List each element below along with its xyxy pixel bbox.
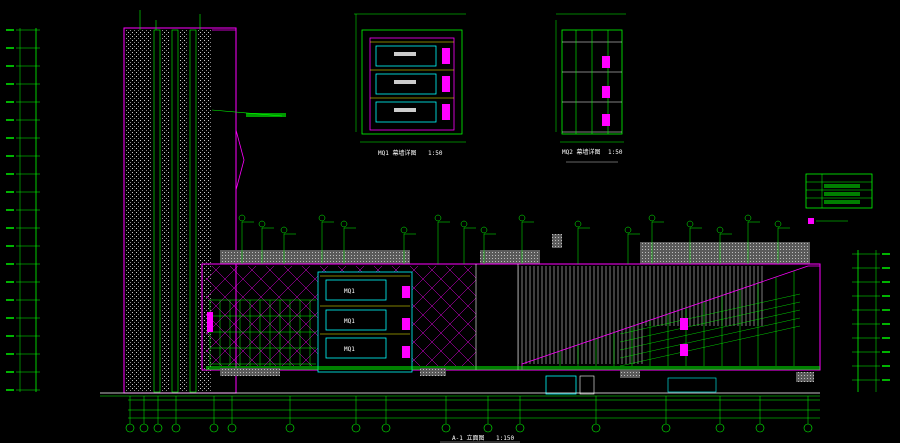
left-dimension-chain xyxy=(6,28,40,392)
detail-mq1: MQ1 幕墙详图 1:50 xyxy=(354,13,466,157)
elevation-scale: 1:150 xyxy=(496,435,514,442)
elevation-title: A-1 立面图 xyxy=(452,434,484,442)
mq1-band-label: MQ1 xyxy=(344,318,355,325)
right-dimension-chain xyxy=(852,250,890,392)
mq1-band-label: MQ1 xyxy=(344,288,355,295)
detail2-scale: 1:50 xyxy=(608,149,623,156)
mq1-band-label: MQ1 xyxy=(344,346,355,353)
tower-elevation xyxy=(123,10,286,394)
detail1-title: MQ1 幕墙详图 xyxy=(378,149,416,157)
legend-table xyxy=(805,173,873,224)
bottom-grid-axes: A-1 立面图 1:150 xyxy=(125,396,820,443)
detail-mq2: MQ2 幕墙详图 1:50 xyxy=(555,13,626,163)
detail2-title: MQ2 幕墙详图 xyxy=(562,148,600,156)
detail1-scale: 1:50 xyxy=(428,150,443,157)
top-leader-lines xyxy=(238,214,790,264)
